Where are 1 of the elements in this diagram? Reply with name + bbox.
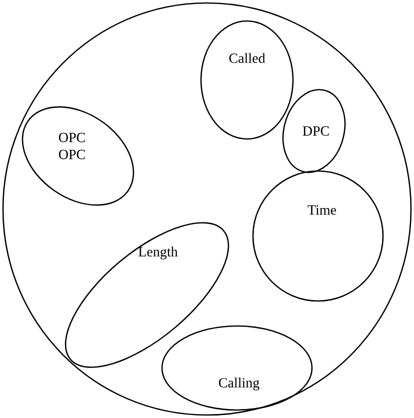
circle xyxy=(2,2,412,416)
